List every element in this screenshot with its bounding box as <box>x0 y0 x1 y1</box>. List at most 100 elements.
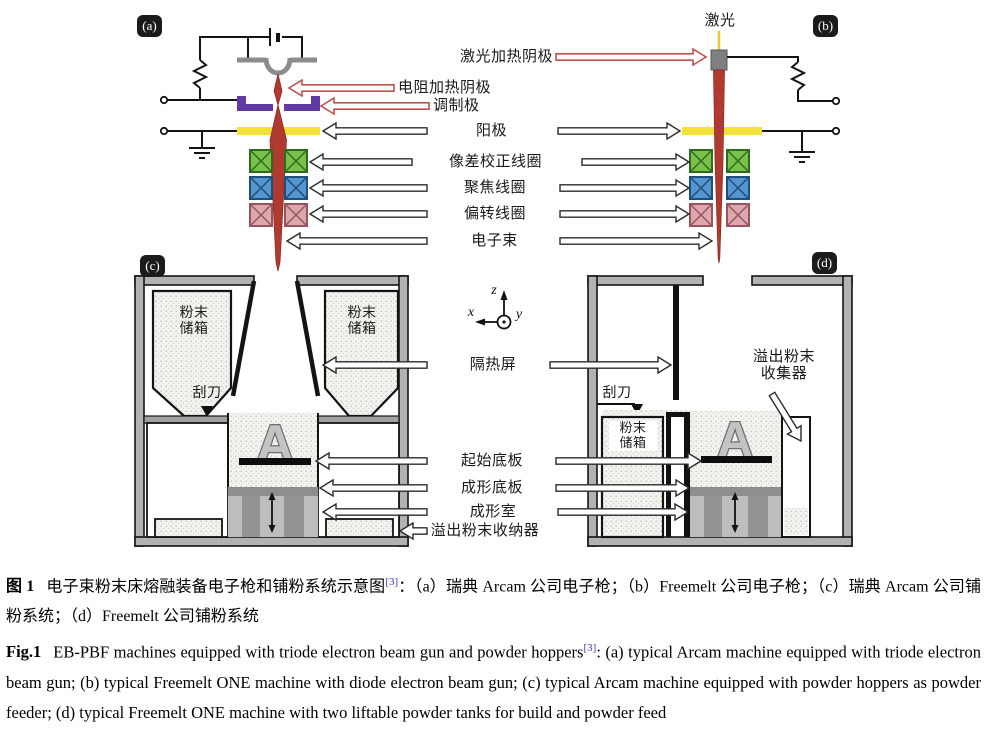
arrow-start-plate-left <box>314 451 428 471</box>
chamber-wall-left <box>587 275 598 547</box>
chamber-wall-top-right <box>751 275 853 286</box>
deflection-coil <box>249 203 273 227</box>
arrow-modulation-electrode <box>319 96 430 116</box>
caption-en-text: EB-PBF machines equipped with triode ele… <box>53 642 584 661</box>
chamber-wall-right <box>398 275 409 547</box>
lift-arrow-up <box>268 492 276 500</box>
panel-b-diode-gun <box>682 31 841 264</box>
arrow-build-plate-right <box>555 478 691 498</box>
lift-arrow-down <box>268 525 276 533</box>
panel-c-arcam-powder-system: A <box>134 275 409 547</box>
label-deflection-coil: 偏转线圈 <box>464 206 527 222</box>
deflection-coil <box>689 203 713 227</box>
aberration-coil <box>284 149 308 173</box>
piston-column <box>704 496 722 537</box>
heat-shield <box>673 285 679 400</box>
wires <box>727 56 833 132</box>
label-focusing-coil: 聚焦线圈 <box>464 180 527 196</box>
label-rake-c: 刮刀 <box>192 386 222 401</box>
z-axis-label: z <box>491 283 497 298</box>
arrow-electron-beam-left <box>285 231 428 251</box>
partition-wall <box>666 417 671 537</box>
arrow-heat-shield-left <box>321 355 428 375</box>
arrow-build-plate-left <box>318 478 428 498</box>
aberration-coil <box>689 149 713 173</box>
terminal <box>831 126 841 136</box>
modulation-electrode <box>237 96 273 111</box>
under-table-cavity-left <box>146 422 229 538</box>
arrow-aberration-coil-right <box>581 152 691 172</box>
panel-d-freemelt-powder-system: A <box>587 275 853 547</box>
overflow-bin-left <box>154 518 223 538</box>
arrow-aberration-coil-left <box>308 152 413 172</box>
wires <box>164 36 303 132</box>
y-axis-label: y <box>515 307 523 322</box>
terminal <box>831 96 841 106</box>
y-axis-dot <box>502 320 506 324</box>
piston-body <box>228 496 318 537</box>
arrow-anode-left <box>321 121 428 141</box>
chamber-wall-bottom <box>587 536 853 547</box>
arrow-deflection-coil-right <box>559 204 691 224</box>
schematic-svg: A A <box>134 28 853 547</box>
chamber-wall-top-right <box>296 275 409 286</box>
panel-badge-b: (b) <box>813 15 838 37</box>
filament-cathode <box>263 57 293 76</box>
panel-badge-d: (d) <box>812 252 837 274</box>
build-tank-walls <box>227 413 319 487</box>
aberration-coil <box>249 149 273 173</box>
chamber-wall-bottom <box>134 536 409 547</box>
arrow-overflow-container <box>398 521 428 541</box>
partition-wall <box>684 417 690 537</box>
resistor <box>191 59 209 89</box>
label-laser-heated-cathode: 激光加热阴极 <box>460 49 554 65</box>
electron-beam <box>269 104 287 272</box>
chamber-wall-left <box>134 275 145 547</box>
figure-1: A A <box>6 13 981 722</box>
lift-arrow-down <box>731 525 739 533</box>
focusing-coil <box>284 176 308 200</box>
deflection-coil <box>284 203 308 227</box>
ground-symbol <box>189 131 215 159</box>
chamber-wall-right <box>842 275 853 547</box>
ground-symbol <box>789 131 815 163</box>
chamber-wall-top-left <box>587 275 704 286</box>
label-powder-tank-c-left: 粉末 储箱 <box>179 306 209 338</box>
resistor <box>789 61 807 91</box>
piston-column <box>242 496 260 537</box>
figure-number-en: Fig.1 <box>6 642 42 661</box>
powder-surface <box>602 410 690 417</box>
label-electron-beam: 电子束 <box>471 233 518 249</box>
panel-badge-a: (a) <box>137 15 162 37</box>
piston-column <box>284 496 304 537</box>
build-table-right <box>317 415 400 424</box>
focusing-coil <box>249 176 273 200</box>
label-aberration-coil: 像差校正线圈 <box>449 154 543 170</box>
modulation-electrode <box>284 96 320 111</box>
x-axis-label: x <box>467 305 475 320</box>
panel-badge-c: (c) <box>140 255 165 277</box>
arrow-build-chamber-left <box>321 502 428 522</box>
arrow-overflow-collector <box>768 391 802 443</box>
arrow-build-chamber-right <box>557 502 690 522</box>
lift-arrow-up <box>731 492 739 500</box>
rake-blade <box>631 404 643 415</box>
arrow-focusing-coil-right <box>559 178 691 198</box>
terminal <box>159 126 169 136</box>
label-heat-shield: 隔热屏 <box>469 357 517 373</box>
label-powder-tank-d: 粉末 储箱 <box>609 420 657 451</box>
powder-bed <box>228 413 318 487</box>
label-powder-tank-c-right: 粉末 储箱 <box>347 306 377 338</box>
arrow-anode-right <box>557 121 682 141</box>
caption-cn-items: ：（a）瑞典 Arcam 公司电子枪；（b）Freemelt 公司电子枪；（c）… <box>6 578 981 626</box>
caption-english: Fig.1 EB-PBF machines equipped with triod… <box>6 633 981 729</box>
panel-a-triode-gun <box>159 28 320 272</box>
arrow-deflection-coil-left <box>308 204 428 224</box>
label-anode: 阳极 <box>476 123 508 139</box>
label-overflow-collector: 溢出粉末 收集器 <box>752 349 815 383</box>
reference-superscript: [3] <box>583 641 597 654</box>
callout-arrows <box>285 47 802 541</box>
label-laser: 激光 <box>704 13 736 29</box>
piston-body <box>690 496 782 537</box>
